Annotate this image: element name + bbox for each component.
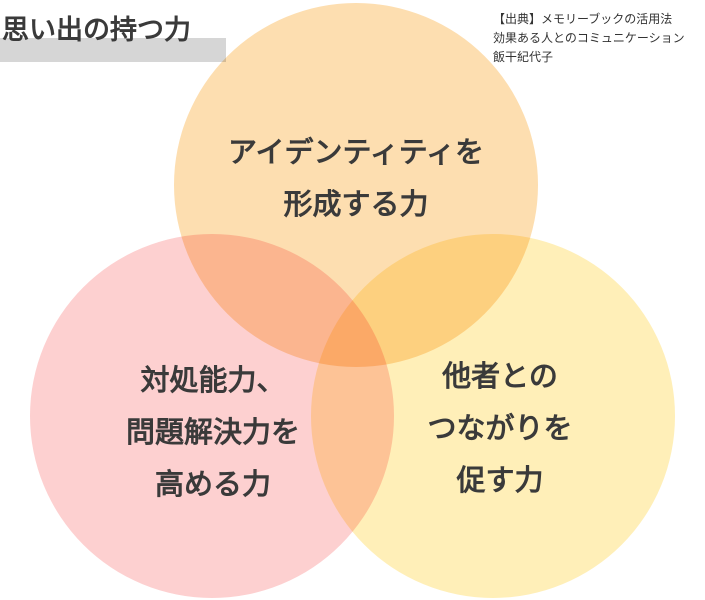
label-line: つながりを	[427, 411, 573, 445]
identity-label: アイデンティティを 形成する力	[228, 126, 484, 230]
label-line: 対処能力、	[140, 363, 286, 397]
title-highlight	[0, 38, 226, 62]
source-line: 【出典】メモリーブックの活用法	[493, 12, 673, 26]
coping-label: 対処能力、 問題解決力を 高める力	[126, 354, 300, 510]
connection-label: 他者との つながりを 促す力	[427, 350, 572, 506]
label-line: アイデンティティを	[227, 135, 485, 169]
label-line: 高める力	[154, 467, 272, 501]
source-line: 飯干紀代子	[493, 50, 554, 64]
source-line: 効果ある人とのコミュニケーション	[493, 31, 685, 45]
page-title: 思い出の持つ力	[2, 15, 191, 46]
label-line: 形成する力	[283, 187, 429, 221]
source-citation: 【出典】メモリーブックの活用法 効果ある人とのコミュニケーション 飯干紀代子	[493, 10, 685, 67]
label-line: 他者との	[442, 359, 558, 393]
label-line: 促す力	[456, 463, 544, 497]
label-line: 問題解決力を	[125, 415, 301, 449]
venn-circle-connection	[311, 234, 675, 598]
